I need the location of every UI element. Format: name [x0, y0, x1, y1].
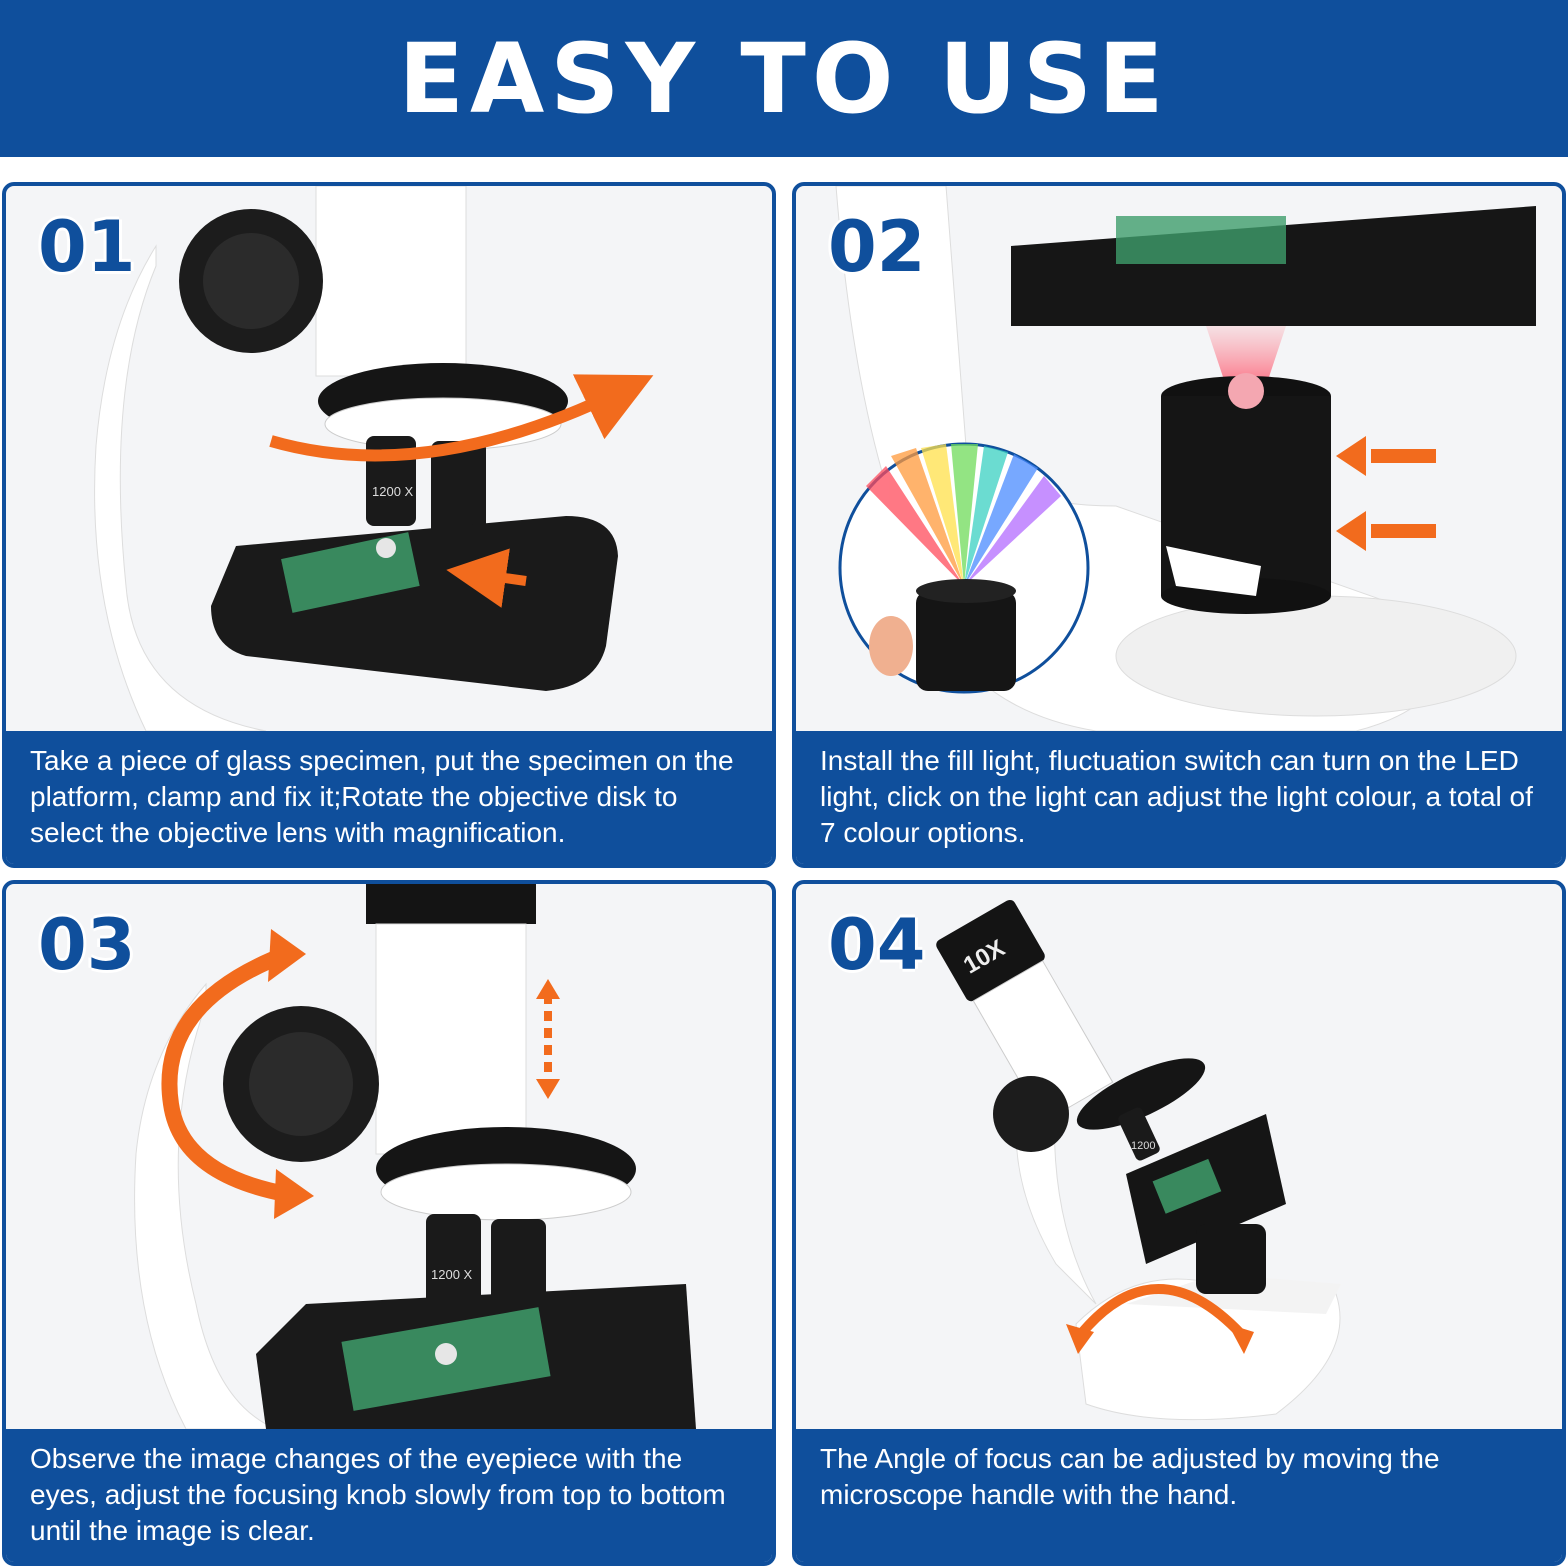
- step-number: 02: [828, 206, 926, 288]
- title-banner: EASY TO USE: [0, 0, 1568, 157]
- rotate-arrow: [269, 374, 654, 462]
- step-description: Install the fill light, fluctuation swit…: [796, 731, 1562, 864]
- step-01-photo: 1200 X: [6, 186, 772, 731]
- page-title: EASY TO USE: [398, 22, 1170, 135]
- step-card-01: 1200 X 01 Take a piece of glass specimen…: [2, 182, 776, 868]
- step-card-02: 02 Install the fill light, fluctuation s…: [792, 182, 1566, 868]
- step-description: Take a piece of glass specimen, put the …: [6, 731, 772, 864]
- step-number: 01: [38, 206, 136, 288]
- focus-knob-arrow: [161, 946, 289, 1202]
- step-description: The Angle of focus can be adjusted by mo…: [796, 1429, 1562, 1562]
- angle-adjust-arrow: [1077, 1284, 1245, 1338]
- step-card-04: 10X 1200 04 The Angle of focus can be ad…: [792, 880, 1566, 1566]
- step-number: 04: [828, 904, 926, 986]
- step-02-photo: [796, 186, 1562, 731]
- step-04-photo: 10X 1200: [796, 884, 1562, 1429]
- step-card-03: 1200 X 03 Observe the image changes of t…: [2, 880, 776, 1566]
- step-description: Observe the image changes of the eyepiec…: [6, 1429, 772, 1562]
- step-number: 03: [38, 904, 136, 986]
- step-03-photo: 1200 X: [6, 884, 772, 1429]
- objective-lens-label: 1200 X: [431, 1267, 473, 1282]
- objective-lens-label: 1200 X: [372, 484, 414, 499]
- objective-lens-label: 1200: [1131, 1140, 1155, 1152]
